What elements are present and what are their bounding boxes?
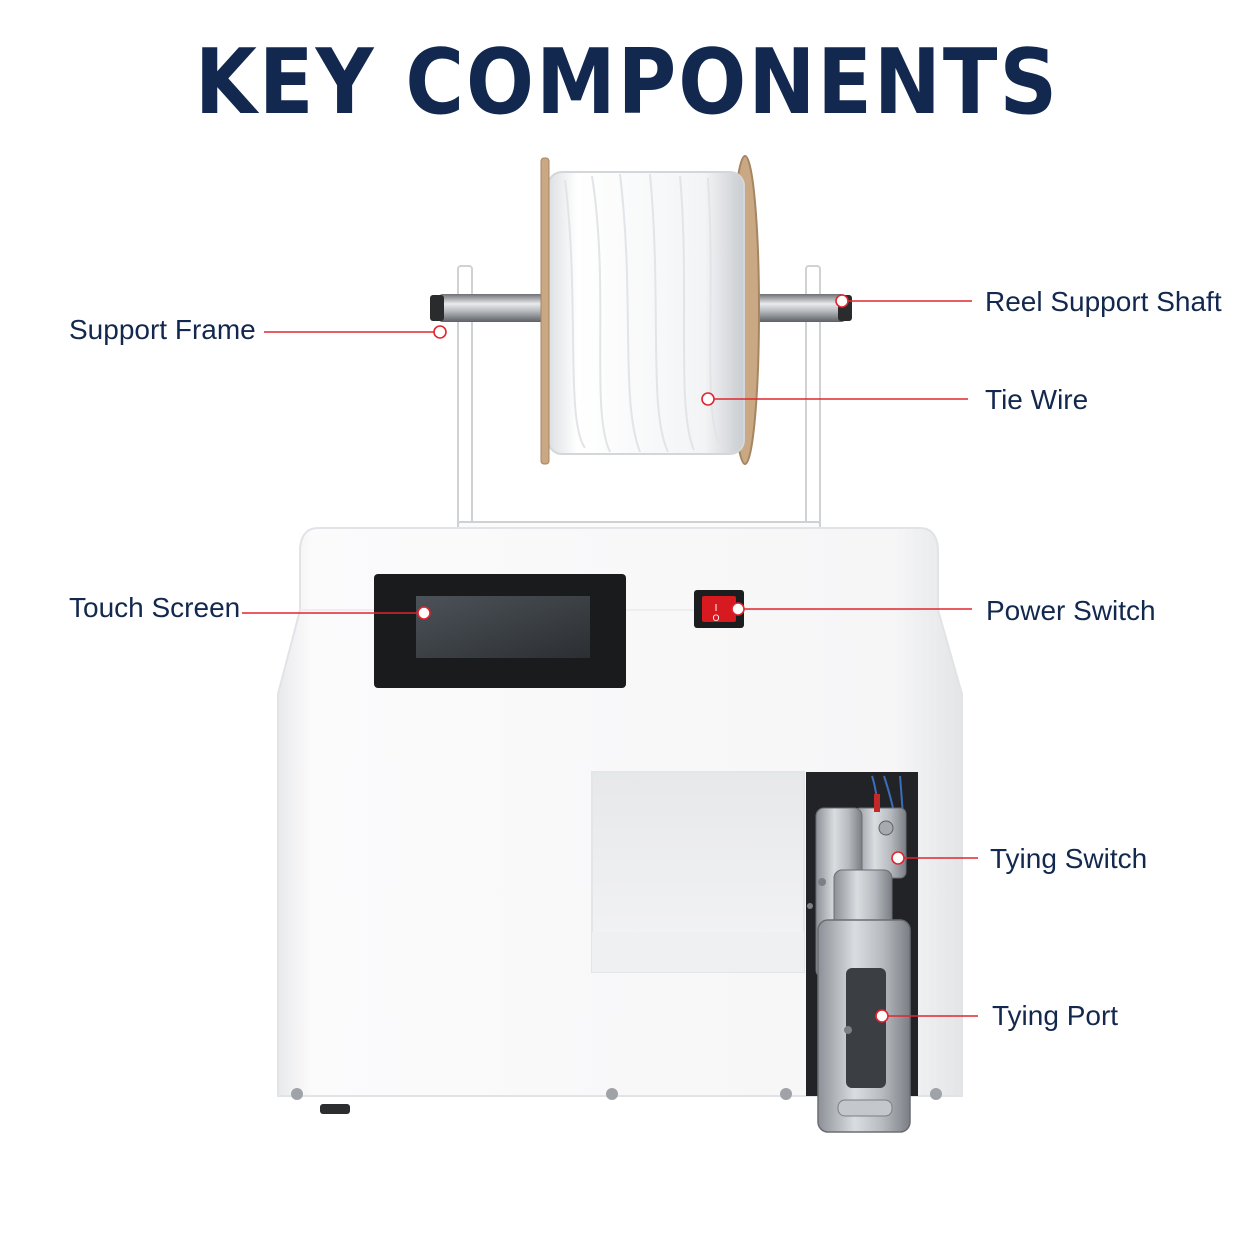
label-support-frame: Support Frame	[69, 314, 256, 345]
leader-support-frame	[264, 325, 447, 339]
label-power-switch: Power Switch	[986, 595, 1156, 626]
power-switch-on-mark: I	[715, 603, 718, 614]
tying-port	[817, 919, 911, 1133]
label-tie-wire: Tie Wire	[985, 384, 1089, 415]
leader-power-switch	[731, 602, 972, 616]
leader-tying-switch	[891, 851, 978, 865]
leader-lines	[242, 294, 978, 1023]
leader-touch-screen	[242, 606, 431, 620]
label-touch-screen: Touch Screen	[69, 592, 241, 623]
tie-wire-spool	[540, 155, 760, 465]
label-tying-switch: Tying Switch	[990, 843, 1148, 874]
touch-screen	[374, 574, 626, 688]
leader-tying-port	[875, 1009, 978, 1023]
label-tying-port: Tying Port	[992, 1000, 1119, 1031]
leader-reel-support-shaft	[835, 294, 972, 308]
power-switch: I O	[694, 590, 744, 628]
leader-tie-wire	[701, 392, 968, 406]
page-title: KEY COMPONENTS	[194, 30, 1060, 135]
label-reel-support-shaft: Reel Support Shaft	[985, 286, 1222, 317]
tying-head	[806, 772, 918, 1133]
power-switch-off-mark: O	[712, 614, 719, 624]
